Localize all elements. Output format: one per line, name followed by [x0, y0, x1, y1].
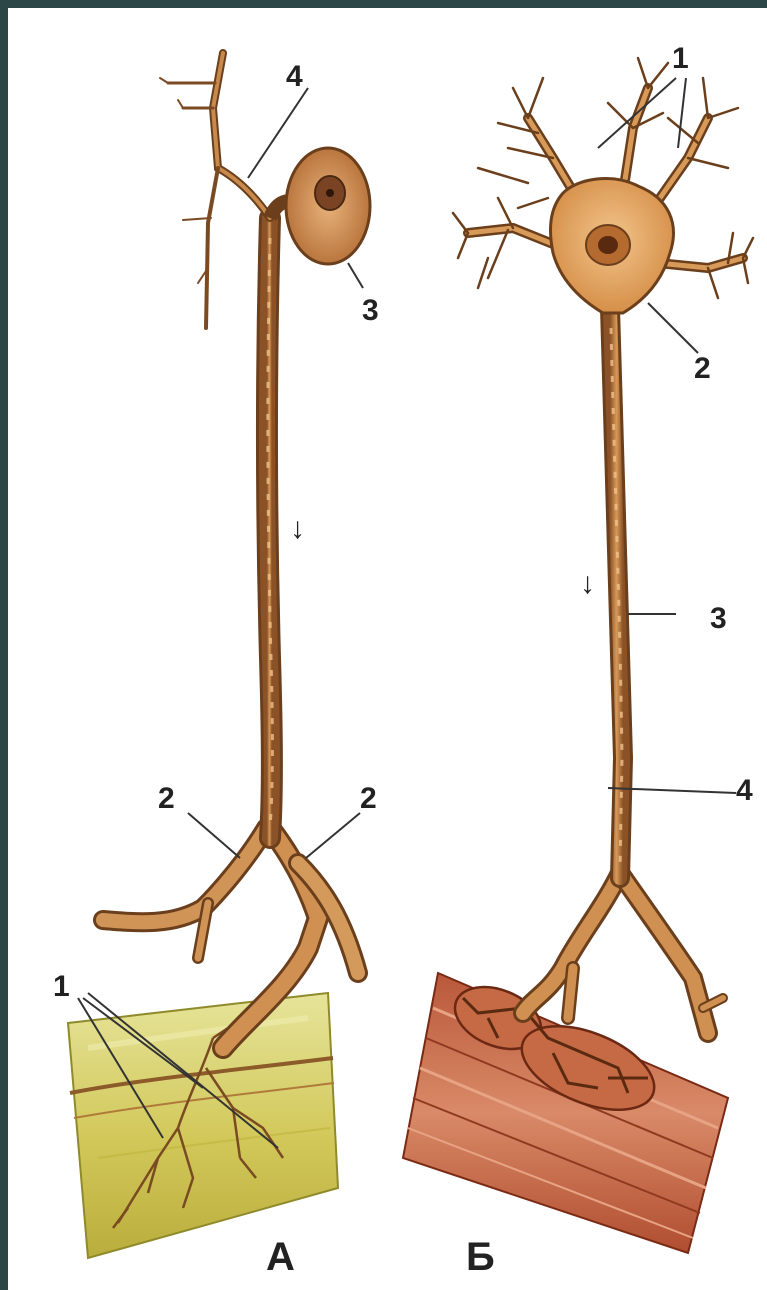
- label-b-1: 1: [672, 42, 689, 75]
- label-a-2-left: 2: [158, 782, 175, 815]
- figure-frame: ↓ 4 3 2 2 1 А: [8, 8, 767, 1290]
- impulse-arrow-a: ↓: [290, 512, 305, 545]
- label-b-2: 2: [694, 352, 711, 385]
- axon-branches-b: [523, 873, 723, 1033]
- dendrite-branch-a: [160, 53, 270, 328]
- panel-label-b: Б: [466, 1235, 495, 1279]
- panel-b: ↓ 1 2 3 4 Б: [403, 42, 753, 1279]
- cell-body-a: [270, 148, 370, 264]
- label-b-3: 3: [710, 602, 727, 635]
- cell-body-b: [550, 179, 673, 313]
- skin-tissue: [68, 993, 338, 1258]
- axon-trunk-b: [610, 308, 623, 878]
- panel-label-a: А: [266, 1235, 295, 1279]
- impulse-arrow-b: ↓: [580, 567, 595, 600]
- central-process: [103, 828, 266, 958]
- label-a-1: 1: [53, 970, 70, 1003]
- label-a-3: 3: [362, 294, 379, 327]
- label-a-2-right: 2: [360, 782, 377, 815]
- label-b-4: 4: [736, 774, 753, 807]
- label-a-4: 4: [286, 60, 303, 93]
- axon-trunk-a: [267, 218, 272, 838]
- neuron-diagram: ↓ 4 3 2 2 1 А: [8, 8, 767, 1290]
- panel-a: ↓ 4 3 2 2 1 А: [53, 53, 379, 1279]
